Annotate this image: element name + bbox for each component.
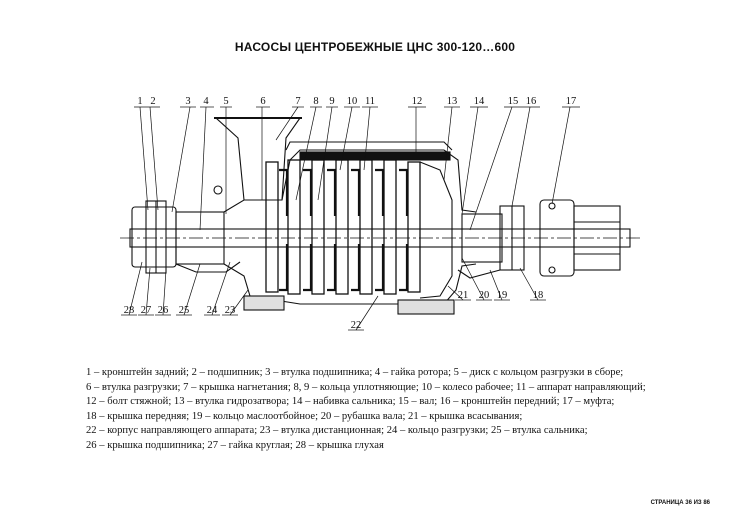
callout-20: 20 (479, 290, 490, 301)
legend-line: 18 – крышка передняя; 19 – кольцо маслоо… (86, 410, 523, 422)
callout-8: 8 (313, 96, 318, 107)
callout-25: 25 (179, 305, 190, 316)
callout-5: 5 (223, 96, 228, 107)
callout-10: 10 (347, 96, 358, 107)
callout-27: 27 (141, 305, 152, 316)
callout-13: 13 (447, 96, 458, 107)
callout-26: 26 (158, 305, 169, 316)
callout-4: 4 (203, 96, 209, 107)
parts-legend: 1 – кронштейн задний; 2 – подшипник; 3 –… (86, 366, 686, 454)
callout-11: 11 (365, 96, 375, 107)
callout-24: 24 (207, 305, 218, 316)
page-title: НАСОСЫ ЦЕНТРОБЕЖНЫЕ ЦНС 300-120…600 (234, 40, 516, 54)
callout-15: 15 (508, 96, 519, 107)
callout-6: 6 (260, 96, 265, 107)
callout-3: 3 (185, 96, 190, 107)
callout-19: 19 (497, 290, 508, 301)
pump-cross-section-drawing: 1 2 3 4 5 6 7 8 9 10 11 12 13 14 15 16 1… (120, 96, 640, 331)
callout-7: 7 (295, 96, 300, 107)
callout-1: 1 (137, 96, 142, 107)
callout-28: 28 (124, 305, 135, 316)
legend-line: 12 – болт стяжной; 13 – втулка гидрозатв… (86, 396, 615, 408)
callout-18: 18 (533, 290, 544, 301)
legend-line: 1 – кронштейн задний; 2 – подшипник; 3 –… (86, 367, 624, 378)
callout-17: 17 (566, 96, 577, 107)
callout-14: 14 (474, 96, 485, 107)
legend-line: 22 – корпус направляющего аппарата; 23 –… (86, 425, 588, 437)
legend-line: 6 – втулка разгрузки; 7 – крышка нагнета… (86, 381, 646, 393)
callout-21: 21 (458, 290, 469, 301)
callout-12: 12 (412, 96, 423, 107)
callout-16: 16 (526, 96, 537, 107)
callout-23: 23 (225, 305, 236, 316)
callout-9: 9 (329, 96, 334, 107)
page-number: СТРАНИЦА 36 ИЗ 86 (650, 500, 710, 506)
legend-line: 26 – крышка подшипника; 27 – гайка кругл… (86, 439, 384, 451)
callout-22: 22 (351, 320, 362, 331)
callout-2: 2 (150, 96, 155, 107)
